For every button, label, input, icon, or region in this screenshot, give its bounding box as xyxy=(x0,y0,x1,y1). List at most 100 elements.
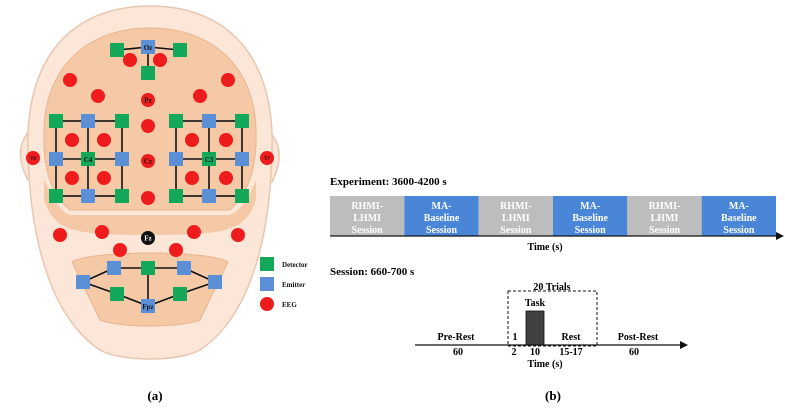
eeg-electrode-4 xyxy=(221,73,235,87)
eeg-electrode-25 xyxy=(231,228,245,242)
experiment-block-3-line-3: Session xyxy=(500,225,532,236)
pre-rest-label: Pre-Rest xyxy=(437,332,475,343)
label-fz: Fz xyxy=(144,235,151,243)
emitter-4 xyxy=(115,152,129,166)
eeg-electrode-13 xyxy=(26,151,40,165)
trials-label: 20 Trials xyxy=(533,282,570,293)
eeg-electrode-7 xyxy=(141,93,155,107)
legend-emitter-swatch xyxy=(260,277,274,291)
experiment-block-5-line-2: LHMI xyxy=(651,213,679,224)
detector-12 xyxy=(169,189,183,203)
label-c4: C4 xyxy=(84,156,93,164)
eeg-electrode-5 xyxy=(91,89,105,103)
detector-9 xyxy=(169,114,183,128)
pre-rest-value: 60 xyxy=(453,347,463,358)
experiment-axis-arrow xyxy=(776,232,784,240)
task-bar xyxy=(525,310,545,346)
label-c3: C3 xyxy=(205,156,214,164)
eeg-electrode-19 xyxy=(219,171,233,185)
session-axis-label: Time (s) xyxy=(527,359,562,370)
emitter-14 xyxy=(141,299,155,313)
eeg-electrode-18 xyxy=(185,171,199,185)
detector-8 xyxy=(115,189,129,203)
trials-box xyxy=(507,290,598,347)
eeg-electrode-17 xyxy=(97,171,111,185)
experiment-block-2-line-2: Baseline xyxy=(424,213,460,224)
eeg-electrode-14 xyxy=(141,154,155,168)
experiment-block-2 xyxy=(404,196,479,236)
experiment-block-3-line-1: RHMI- xyxy=(500,201,532,212)
experiment-block-1-line-3: Session xyxy=(352,225,384,236)
temporal-region xyxy=(44,180,256,235)
post-rest-label: Post-Rest xyxy=(618,332,659,343)
experiment-block-6-line-2: Baseline xyxy=(721,213,757,224)
eeg-electrode-6 xyxy=(193,89,207,103)
emitter-12 xyxy=(76,275,90,289)
eeg-electrode-15 xyxy=(260,151,274,165)
emitter-9 xyxy=(202,189,216,203)
legend-emitter-label: Emitter xyxy=(282,281,305,289)
label-cz: Cz xyxy=(144,158,152,166)
emitter-5 xyxy=(81,189,95,203)
eeg-electrode-11 xyxy=(185,133,199,147)
detector-2 xyxy=(173,43,187,57)
label-two: 2 xyxy=(512,347,517,358)
experiment-block-6 xyxy=(701,196,776,236)
detector-7 xyxy=(49,189,63,203)
post-rest-value: 60 xyxy=(629,347,639,358)
emitter-7 xyxy=(169,152,183,166)
experiment-block-1-line-1: RHMI- xyxy=(351,201,383,212)
experiment-block-5 xyxy=(627,196,702,236)
caption-b: (b) xyxy=(545,388,561,403)
experiment-block-6-line-3: Session xyxy=(723,225,755,236)
detector-13 xyxy=(235,189,249,203)
label-t7: T7 xyxy=(264,157,270,162)
emitter-3 xyxy=(49,152,63,166)
detector-15 xyxy=(110,287,124,301)
task-label: Task xyxy=(525,298,546,309)
experiment-block-5-line-3: Session xyxy=(649,225,681,236)
emitter-2 xyxy=(81,114,95,128)
eeg-electrode-20 xyxy=(141,191,155,205)
eeg-electrode-3 xyxy=(63,73,77,87)
detector-11 xyxy=(202,152,216,166)
eeg-electrode-27 xyxy=(169,243,183,257)
detector-16 xyxy=(173,287,187,301)
detector-4 xyxy=(49,114,63,128)
label-pz: Pz xyxy=(144,97,151,105)
experiment-block-2-line-1: MA- xyxy=(432,201,452,212)
emitter-11 xyxy=(177,261,191,275)
experiment-block-6-line-1: MA- xyxy=(729,201,749,212)
experiment-block-1 xyxy=(330,196,405,236)
experiment-block-4 xyxy=(553,196,628,236)
detector-5 xyxy=(115,114,129,128)
eeg-electrode-10 xyxy=(141,119,155,133)
detector-1 xyxy=(110,43,124,57)
label-ten: 10 xyxy=(530,347,540,358)
experiment-block-5-line-1: RHMI- xyxy=(649,201,681,212)
rest-value: 15-17 xyxy=(559,347,582,358)
emitter-13 xyxy=(208,275,222,289)
detector-14 xyxy=(141,261,155,275)
eeg-electrode-2 xyxy=(153,53,167,67)
emitter-6 xyxy=(202,114,216,128)
experiment-block-2-line-3: Session xyxy=(426,225,458,236)
emitter-8 xyxy=(235,152,249,166)
rest-label: Rest xyxy=(562,332,582,343)
legend-detector-label: Detector xyxy=(282,261,308,269)
eeg-electrode-24 xyxy=(187,225,201,239)
experiment-block-4-line-2: Baseline xyxy=(572,213,608,224)
eeg-electrode-23 xyxy=(141,231,155,245)
eeg-electrode-9 xyxy=(97,133,111,147)
label-fpz: Fpz xyxy=(142,303,153,311)
experiment-block-4-line-3: Session xyxy=(575,225,607,236)
experiment-block-3 xyxy=(478,196,553,236)
detector-3 xyxy=(141,66,155,80)
eeg-electrode-1 xyxy=(123,53,137,67)
legend-eeg-swatch xyxy=(260,297,274,311)
eeg-electrode-26 xyxy=(113,243,127,257)
legend-detector-swatch xyxy=(260,257,274,271)
experiment-block-4-line-1: MA- xyxy=(580,201,600,212)
